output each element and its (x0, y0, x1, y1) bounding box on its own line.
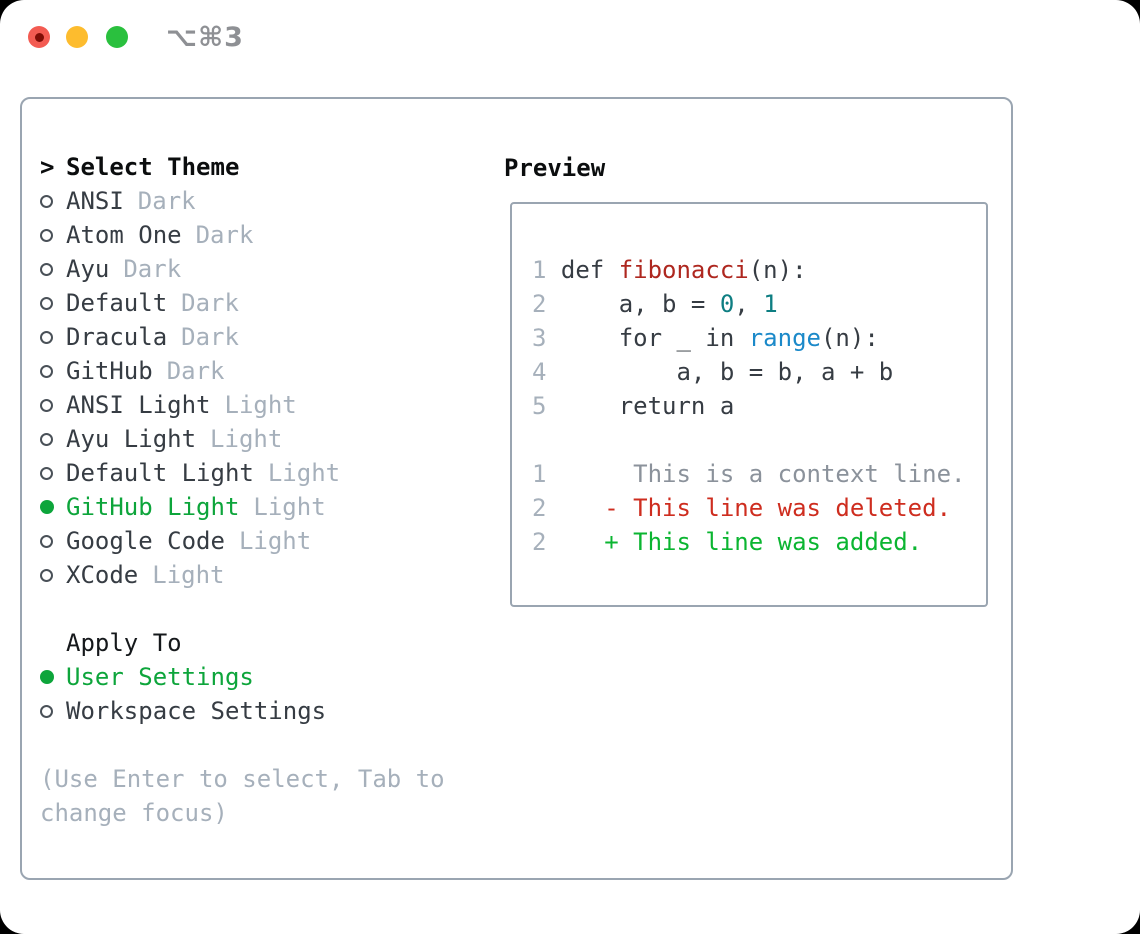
theme-tag: Dark (181, 323, 239, 351)
theme-option-ayu-dark[interactable]: Ayu Dark (40, 252, 445, 286)
focus-cursor: > (40, 153, 55, 181)
theme-list: > Select Theme ANSI Dark Atom One Dark A… (40, 150, 445, 830)
theme-option-ayu-light[interactable]: Ayu Light Light (40, 422, 445, 456)
close-button[interactable] (28, 26, 50, 48)
radio-icon (40, 534, 53, 548)
radio-icon (40, 364, 53, 378)
radio-icon (40, 194, 53, 208)
theme-name: ANSI Light (66, 391, 211, 419)
minimize-button[interactable] (66, 26, 88, 48)
apply-option-workspace-settings[interactable]: Workspace Settings (40, 694, 445, 728)
apply-to-header: Apply To (40, 626, 445, 660)
zoom-button[interactable] (106, 26, 128, 48)
radio-icon (40, 296, 53, 310)
theme-tag: Dark (137, 187, 196, 215)
theme-tag: Dark (195, 221, 254, 249)
theme-name: Ayu (66, 255, 110, 283)
theme-name: Default (66, 289, 168, 317)
line-number: 2 (532, 528, 547, 556)
theme-option-default-dark[interactable]: Default Dark (40, 286, 445, 320)
theme-name: XCode (66, 561, 139, 589)
theme-option-google-code[interactable]: Google Code Light (40, 524, 445, 558)
theme-tag: Light (238, 527, 312, 555)
apply-option-user-settings[interactable]: User Settings (40, 660, 445, 694)
theme-tag: Dark (123, 255, 182, 283)
apply-to-label: Apply To (66, 629, 182, 657)
radio-selected-icon (40, 670, 54, 684)
radio-selected-icon (40, 500, 54, 514)
theme-tag: Light (152, 561, 225, 589)
theme-name: GitHub (66, 357, 153, 385)
theme-name: Atom One (66, 221, 182, 249)
theme-tag: Light (210, 425, 283, 453)
theme-option-xcode[interactable]: XCode Light (40, 558, 445, 592)
theme-option-ansi-light[interactable]: ANSI Light Light (40, 388, 445, 422)
theme-name: Dracula (66, 323, 168, 351)
blank-line (532, 423, 986, 457)
theme-option-github-light[interactable]: GitHub Light Light (40, 490, 445, 524)
theme-selector-panel: > Select Theme ANSI Dark Atom One Dark A… (20, 97, 1013, 880)
line-number: 1 (532, 460, 547, 488)
theme-tag: Dark (181, 289, 239, 317)
theme-name: Ayu Light (66, 425, 197, 453)
theme-tag: Light (224, 391, 297, 419)
apply-option-name: User Settings (66, 663, 254, 691)
radio-icon (40, 228, 53, 242)
theme-name: Google Code (66, 527, 225, 555)
radio-icon (40, 262, 53, 276)
select-theme-label: Select Theme (66, 153, 240, 181)
line-number: 5 (532, 392, 547, 420)
window-title: ⌥⌘3 (166, 22, 244, 53)
theme-name: Default Light (66, 459, 254, 487)
diff-added-line: 2 + This line was added. (532, 525, 986, 559)
theme-option-default-light[interactable]: Default Light Light (40, 456, 445, 490)
line-number: 1 (532, 256, 547, 284)
radio-icon (40, 466, 53, 480)
close-button-dot-icon (34, 32, 44, 42)
line-number: 2 (532, 494, 547, 522)
diff-context-line: 1 This is a context line. (532, 457, 986, 491)
hint-line-2: change focus) (40, 799, 228, 827)
theme-option-github-dark[interactable]: GitHub Dark (40, 354, 445, 388)
line-number: 3 (532, 324, 547, 352)
select-theme-header: > Select Theme (40, 150, 445, 184)
line-number: 4 (532, 358, 547, 386)
code-line: 2 a, b = 0, 1 (532, 287, 986, 321)
theme-option-ansi-dark[interactable]: ANSI Dark (40, 184, 445, 218)
theme-option-atom-one-dark[interactable]: Atom One Dark (40, 218, 445, 252)
theme-tag: Light (267, 459, 341, 487)
radio-icon (40, 330, 53, 344)
theme-option-dracula-dark[interactable]: Dracula Dark (40, 320, 445, 354)
radio-icon (40, 568, 53, 582)
radio-icon (40, 704, 53, 718)
theme-tag: Dark (166, 357, 225, 385)
line-number: 2 (532, 290, 547, 318)
apply-option-name: Workspace Settings (66, 697, 327, 725)
theme-name: GitHub Light (66, 493, 240, 521)
code-line: 3 for _ in range(n): (532, 321, 986, 355)
theme-name: ANSI (66, 187, 124, 215)
radio-icon (40, 398, 53, 412)
code-line: 5 return a (532, 389, 986, 423)
code-line: 4 a, b = b, a + b (532, 355, 986, 389)
preview-label: Preview (504, 154, 606, 182)
diff-deleted-line: 2 - This line was deleted. (532, 491, 986, 525)
radio-icon (40, 432, 53, 446)
title-bar: ⌥⌘3 (0, 0, 1140, 72)
theme-tag: Light (253, 493, 326, 521)
hint-line-1: (Use Enter to select, Tab to (40, 765, 445, 793)
